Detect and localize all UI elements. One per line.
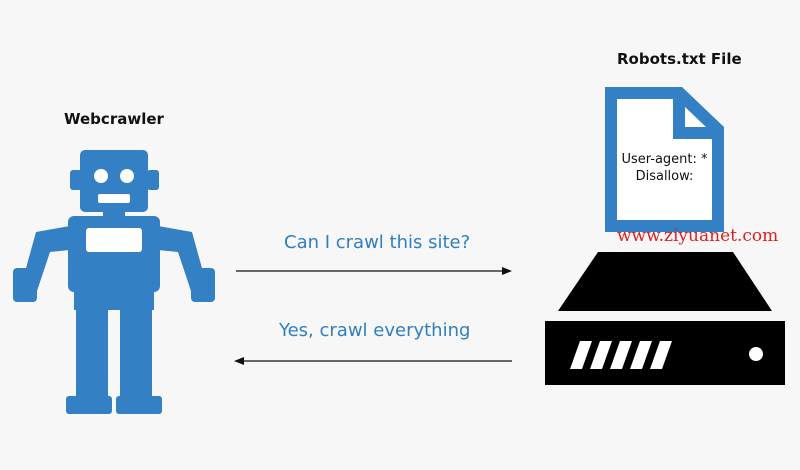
- document-icon: [605, 87, 724, 232]
- request-arrow: [236, 267, 512, 275]
- robot-icon: [13, 150, 215, 414]
- file-line: User-agent: *: [621, 152, 708, 167]
- robots-file-title: Robots.txt File: [617, 50, 742, 68]
- file-contents: User-agent: * Disallow:: [617, 151, 712, 185]
- watermark-text: www.ziyuanet.com: [617, 226, 779, 246]
- webcrawler-title: Webcrawler: [64, 110, 164, 128]
- request-message: Can I crawl this site?: [284, 232, 471, 253]
- server-icon: [545, 252, 785, 385]
- response-message: Yes, crawl everything: [279, 320, 471, 341]
- robot-face: [86, 169, 142, 252]
- response-arrow: [234, 357, 512, 365]
- file-line: Disallow:: [635, 169, 694, 184]
